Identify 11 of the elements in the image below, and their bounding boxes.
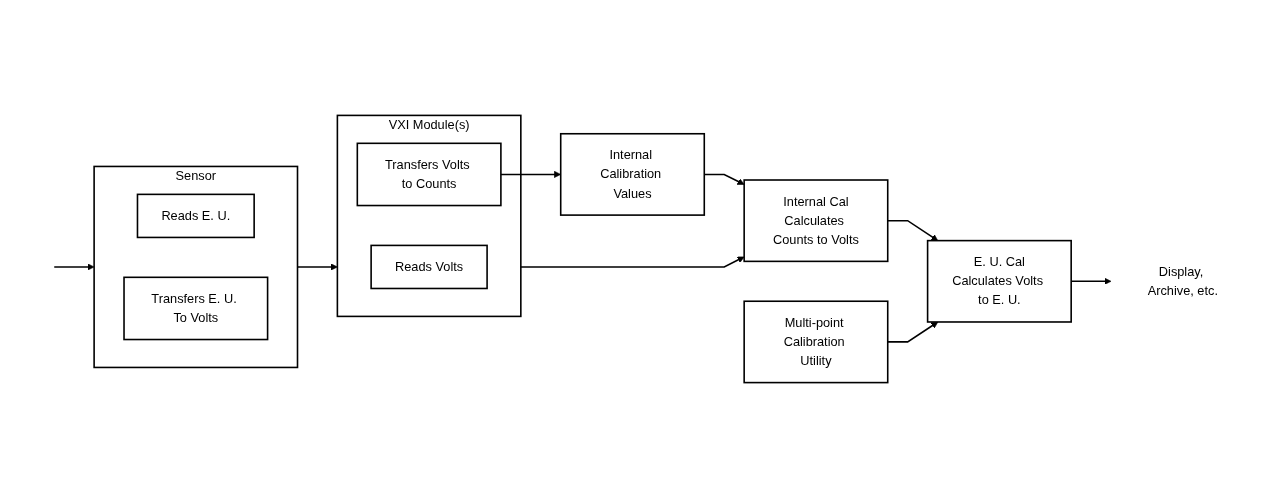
node-box: Internal Cal Calculates Counts to Volts — [743, 179, 889, 263]
node-text: Display, Archive, etc. — [1147, 264, 1218, 298]
node-box: E. U. Cal Calculates Volts to E. U. — [926, 239, 1072, 323]
node-box: Reads E. U. — [136, 193, 255, 239]
arrow — [53, 263, 95, 271]
node-box: Multi-point Calibration Utility — [743, 300, 889, 384]
node-box: Transfers E. U. To Volts — [123, 276, 269, 341]
node-box: Reads Volts — [370, 244, 488, 290]
node-box: Internal Calibration Values — [559, 132, 706, 216]
node-box: Transfers Volts to Counts — [356, 142, 502, 207]
arrow — [520, 256, 745, 268]
